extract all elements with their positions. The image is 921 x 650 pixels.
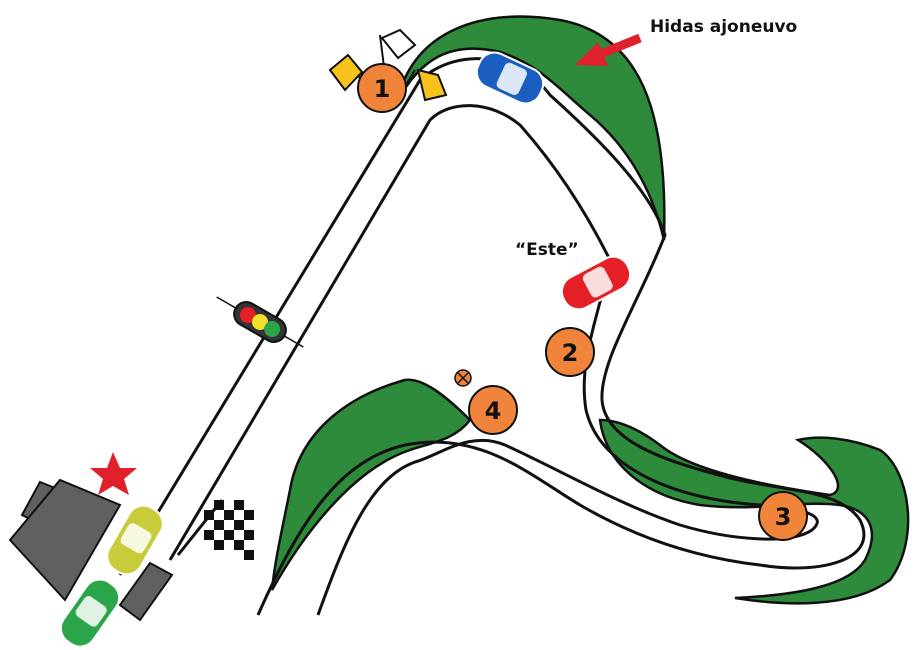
marker-3-number: 3 <box>775 503 792 531</box>
blue-car <box>475 51 545 105</box>
track-inner-edge <box>168 104 819 616</box>
track-outer-edge <box>118 57 866 616</box>
marker-2-number: 2 <box>562 339 579 367</box>
marker-3: 3 <box>758 491 808 541</box>
yellow-car <box>106 504 164 576</box>
checkered-flag-icon <box>176 499 254 560</box>
star-icon <box>90 452 137 495</box>
marker-2: 2 <box>545 327 595 377</box>
marker-1: 1 <box>357 63 407 113</box>
marker-4-number: 4 <box>485 397 502 425</box>
flag-yellow-right-icon <box>399 68 448 102</box>
arrow-icon <box>575 33 642 66</box>
pit-buildings <box>8 478 174 622</box>
obstacle-icon <box>454 369 472 387</box>
grass-top <box>396 15 666 241</box>
marker-1-number: 1 <box>374 75 391 103</box>
marker-4: 4 <box>468 385 518 435</box>
slow-vehicle-label: Hidas ajoneuvo <box>650 17 797 37</box>
green-car <box>59 578 121 648</box>
red-car <box>560 255 632 311</box>
obstacle-label: “Este” <box>515 240 579 260</box>
traffic-light-icon <box>216 296 304 348</box>
grass-left <box>270 378 472 591</box>
